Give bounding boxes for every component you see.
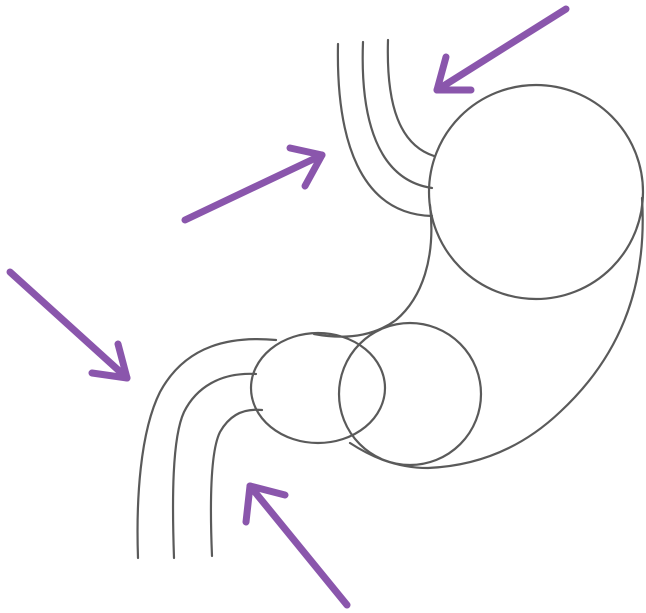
arrow-upper-left <box>185 148 322 220</box>
arrow-top-right <box>437 9 566 90</box>
greater-curvature-line <box>350 198 643 468</box>
pylorus-ellipse <box>251 333 385 443</box>
arrow-bottom-shaft <box>250 486 347 605</box>
arrow-bottom <box>246 486 347 605</box>
duodenum-tube <box>138 339 276 558</box>
duodenum-line-inner <box>211 410 262 556</box>
duodenum-line-middle <box>173 374 256 558</box>
arrow-mid-left-shaft <box>10 272 127 378</box>
esophagus-tube <box>338 40 434 216</box>
duodenum-line-outer <box>138 339 276 558</box>
esophagus-line-outer <box>338 44 432 216</box>
arrow-upper-left-shaft <box>185 155 322 220</box>
arrow-mid-left <box>10 272 127 378</box>
fundus-circle <box>429 85 643 299</box>
esophagus-line-inner <box>388 40 434 156</box>
esophagus-line-middle <box>363 42 432 188</box>
arrow-top-right-shaft <box>437 9 566 90</box>
lesser-curvature-line <box>314 205 431 337</box>
